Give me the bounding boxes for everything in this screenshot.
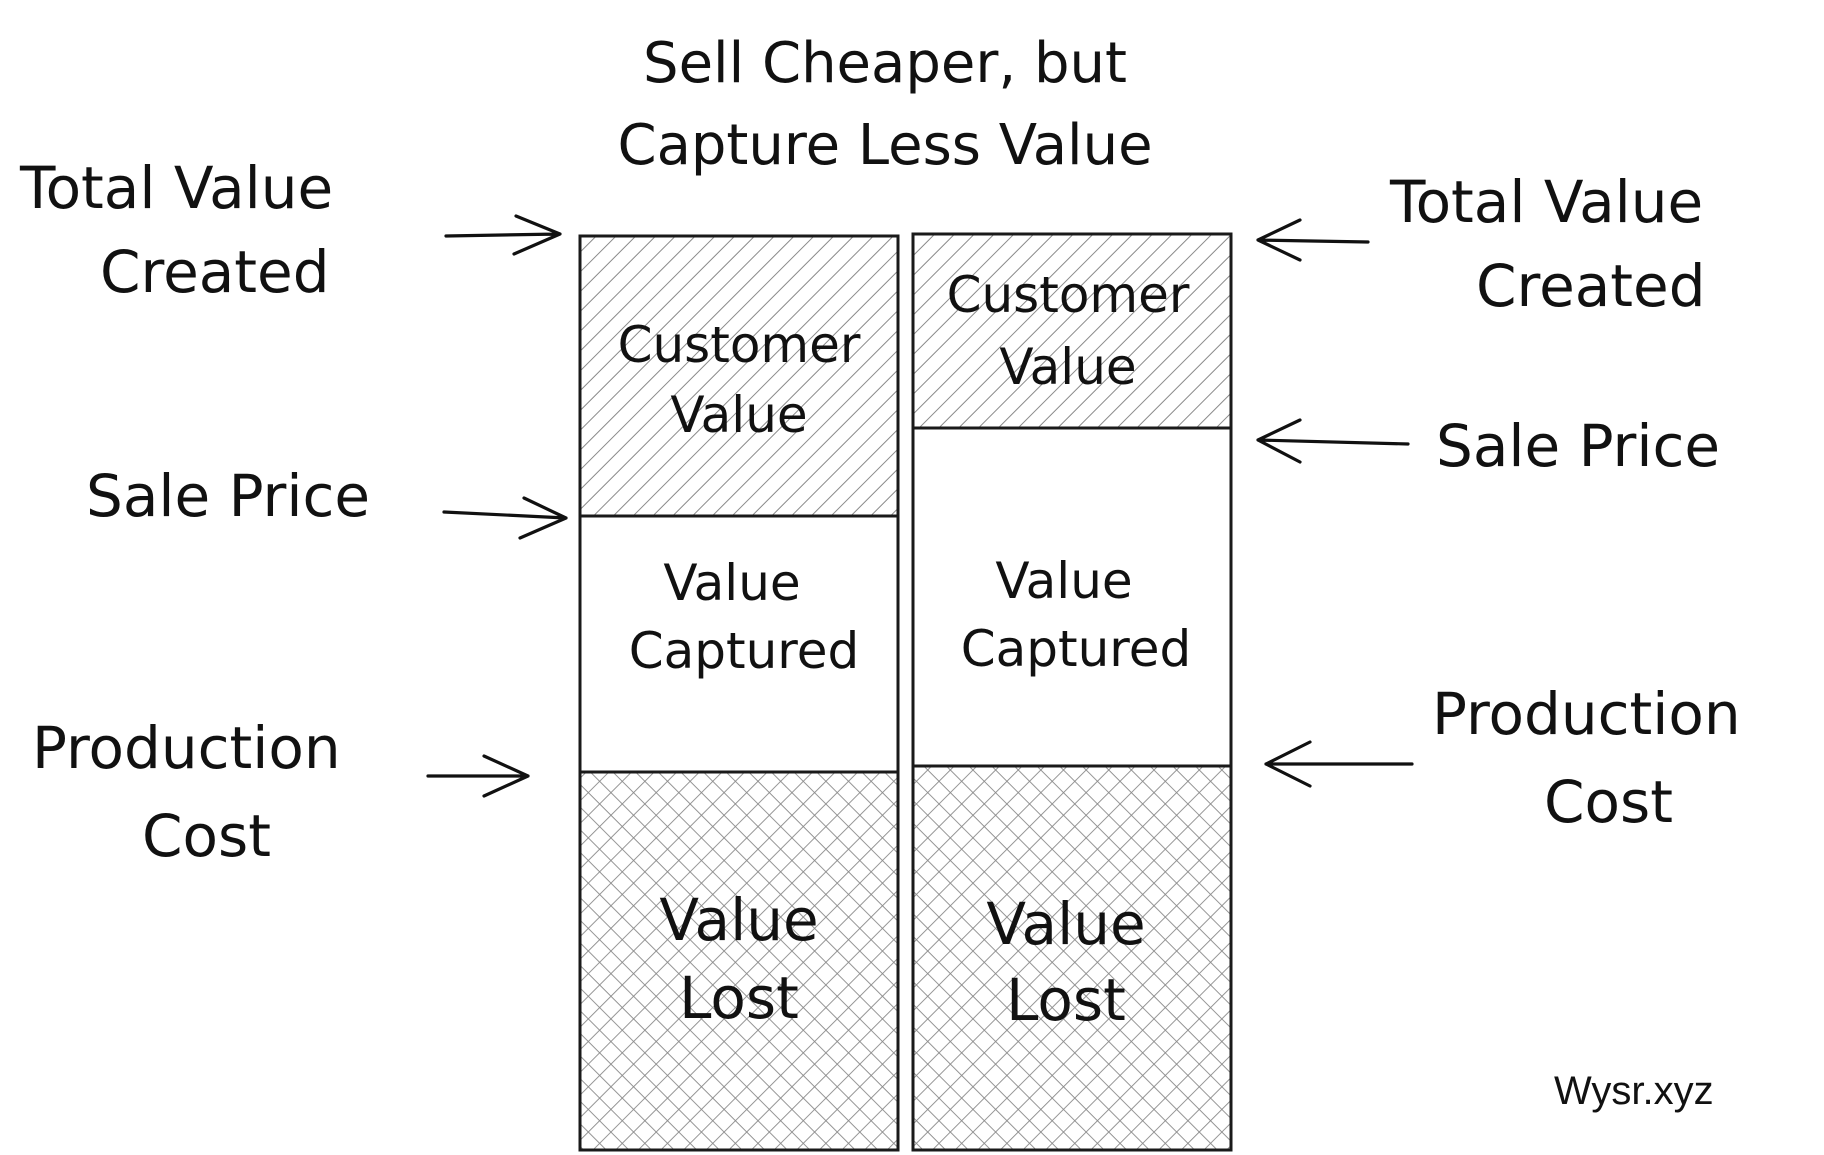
- left-value-captured-block: [580, 516, 898, 772]
- left-customer-value-label-2: Value: [670, 386, 807, 444]
- left-total-value-label-1: Total Value: [19, 154, 333, 222]
- left-column: Customer Value Value Captured Value Lost: [578, 234, 900, 1152]
- right-column-border: [911, 232, 1233, 1152]
- right-customer-value-label-2: Value: [999, 338, 1136, 396]
- right-production-cost-label-1: Production: [1432, 680, 1741, 748]
- left-sale-price-arrow: [442, 496, 568, 540]
- title-line-1: Sell Cheaper, but: [643, 31, 1127, 96]
- right-annotations: Total Value Created Sale Price Productio…: [1256, 168, 1741, 836]
- right-production-cost-label-2: Cost: [1544, 768, 1673, 836]
- right-sale-price-arrow: [1256, 418, 1410, 464]
- left-production-cost-label-2: Cost: [142, 802, 271, 870]
- right-value-captured-label-2: Captured: [961, 620, 1192, 678]
- left-sale-price-label: Sale Price: [86, 462, 370, 530]
- right-sale-price-label: Sale Price: [1436, 412, 1720, 480]
- right-value-lost-label-2: Lost: [1006, 966, 1126, 1034]
- right-value-lost-label-1: Value: [986, 890, 1145, 958]
- left-value-captured-label-2: Captured: [629, 622, 860, 680]
- right-value-captured-block: [913, 428, 1231, 766]
- right-customer-value-block: [913, 234, 1231, 428]
- credit-watermark: Wysr.xyz: [1554, 1069, 1714, 1113]
- left-value-lost-block: [580, 772, 898, 1150]
- right-total-value-label-2: Created: [1476, 252, 1706, 320]
- title-line-2: Capture Less Value: [617, 113, 1152, 178]
- right-column: Customer Value Value Captured Value Lost: [911, 232, 1233, 1152]
- right-production-cost-arrow: [1264, 740, 1414, 788]
- diagram-title: Sell Cheaper, but Capture Less Value: [617, 31, 1152, 178]
- left-value-lost-label-1: Value: [659, 886, 818, 954]
- left-value-lost-label-2: Lost: [679, 964, 799, 1032]
- left-production-cost-label-1: Production: [32, 714, 341, 782]
- left-total-value-label-2: Created: [100, 238, 330, 306]
- left-value-captured-label-1: Value: [663, 554, 800, 612]
- right-total-value-label-1: Total Value: [1389, 168, 1703, 236]
- left-production-cost-arrow: [426, 754, 530, 798]
- left-customer-value-label-1: Customer: [618, 316, 861, 374]
- left-column-border: [578, 234, 900, 1152]
- right-value-lost-block: [913, 766, 1231, 1150]
- left-customer-value-block: [580, 236, 898, 516]
- right-total-value-arrow: [1256, 218, 1370, 262]
- left-annotations: Total Value Created Sale Price Productio…: [19, 154, 568, 870]
- left-total-value-arrow: [444, 214, 562, 256]
- right-customer-value-label-1: Customer: [947, 266, 1190, 324]
- right-value-captured-label-1: Value: [995, 552, 1132, 610]
